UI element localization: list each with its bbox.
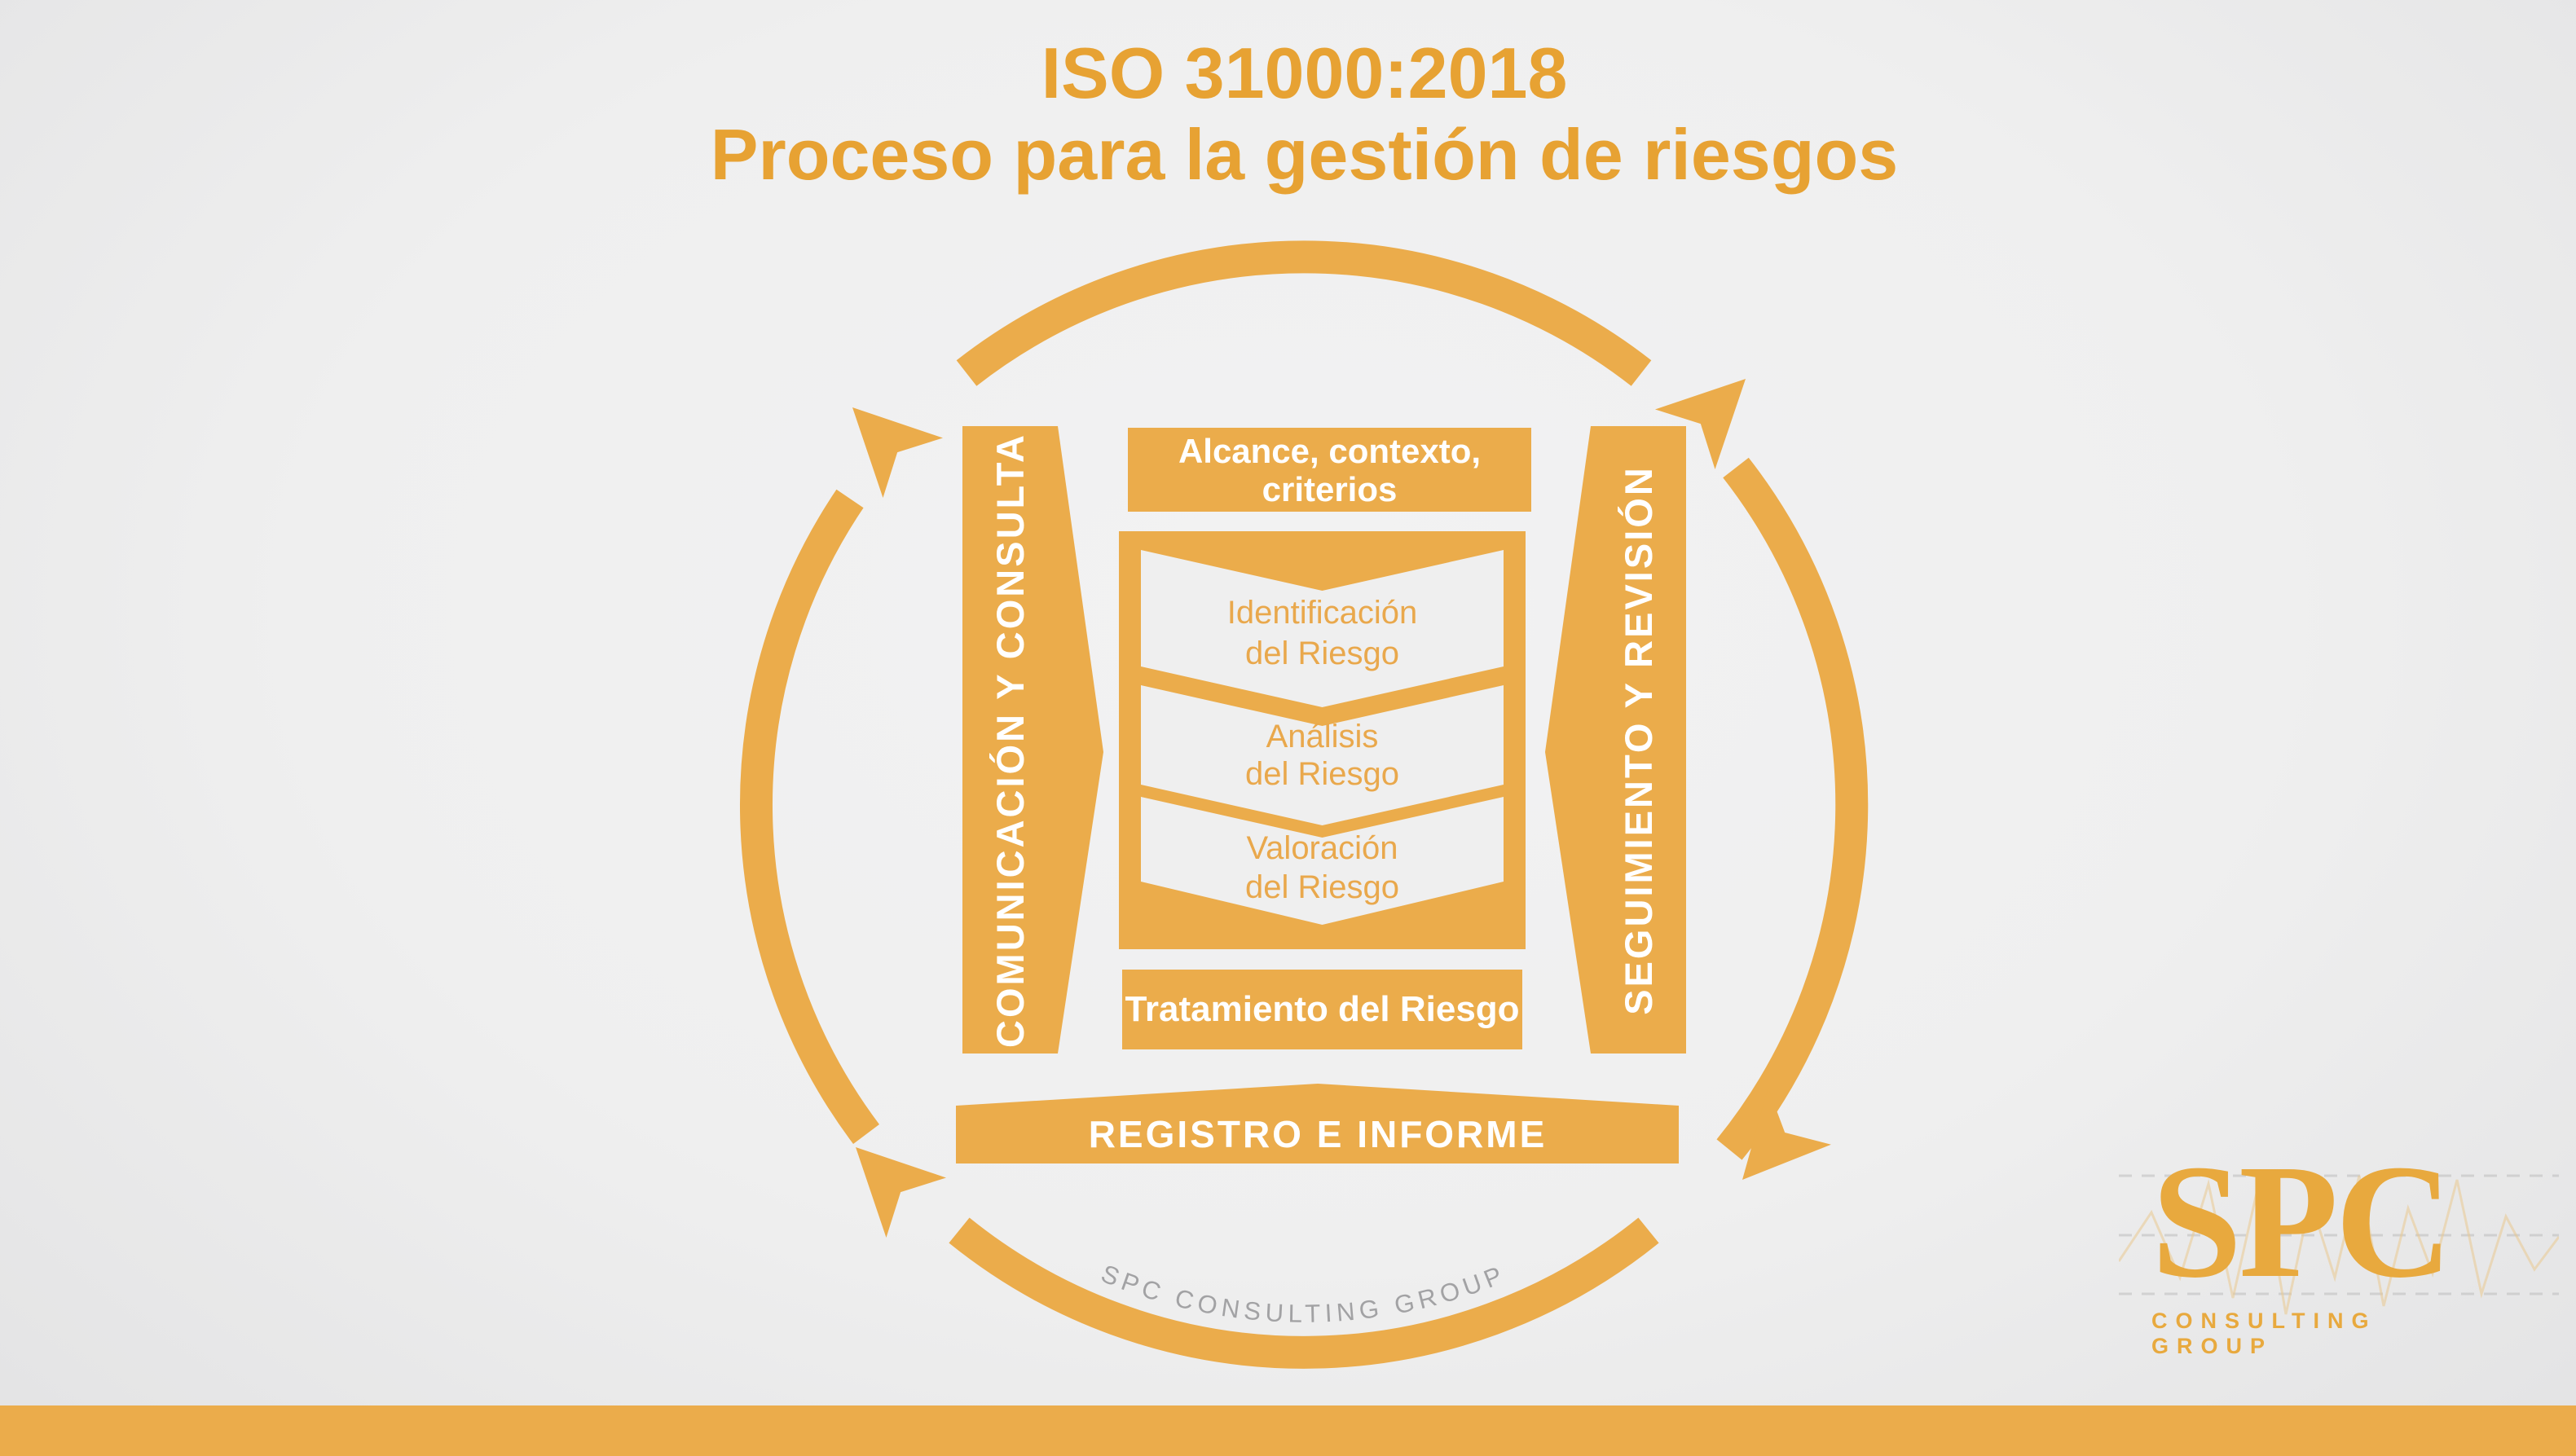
record-report-label: REGISTRO E INFORME <box>1089 1113 1548 1155</box>
logo-subtitle: CONSULTING GROUP <box>2151 1309 2377 1358</box>
communication-bar: COMUNICACIÓN Y CONSULTA <box>962 426 1058 1054</box>
arrowhead-top-right-icon <box>1654 379 1746 470</box>
scope-box-line2: criterios <box>1262 469 1398 508</box>
step1-line1: Identificación <box>1227 595 1417 631</box>
footer-accent-bar <box>0 1405 2576 1456</box>
record-report-banner: REGISTRO E INFORME <box>956 1084 1679 1163</box>
cycle-arc-left <box>740 489 879 1145</box>
step2-line2: del Riesgo <box>1245 756 1399 792</box>
cycle-circle-diagram: SPC CONSULTING GROUP <box>740 240 1869 1369</box>
communication-bar-shape <box>962 426 1103 1054</box>
cycle-arc-right <box>1716 457 1869 1160</box>
page-title: ISO 31000:2018 Proceso para la gestión d… <box>16 33 2576 196</box>
step3-line2: del Riesgo <box>1245 869 1399 905</box>
communication-bar-label: COMUNICACIÓN Y CONSULTA <box>989 432 1032 1048</box>
arrowhead-top-left-icon <box>852 407 944 499</box>
logo-waveform-decoration <box>2119 1171 2559 1315</box>
step2-line1: Análisis <box>1266 719 1379 754</box>
cycle-arc-bottom <box>949 1217 1659 1369</box>
step-chevron-identification <box>1141 550 1504 707</box>
step3-line1: Valoración <box>1246 830 1398 866</box>
step1-line2: del Riesgo <box>1245 636 1399 671</box>
scope-context-box: Alcance, contexto, criterios <box>1128 428 1531 512</box>
cycle-arc-top <box>956 240 1652 386</box>
monitoring-bar-label: SEGUIMIENTO Y REVISIÓN <box>1617 464 1661 1015</box>
monitoring-bar-shape <box>1545 426 1686 1054</box>
waveform-line-icon <box>2119 1171 2559 1315</box>
logo-acronym: SPC <box>2151 1132 2453 1312</box>
title-line1: ISO 31000:2018 <box>1041 33 1568 113</box>
treatment-box: Tratamiento del Riesgo <box>1122 970 1522 1049</box>
risk-steps-panel: Identificación del Riesgo Análisis del R… <box>1119 531 1526 949</box>
treatment-box-label: Tratamiento del Riesgo <box>1125 989 1520 1029</box>
step-chevron-evaluation <box>1141 797 1504 925</box>
spc-logo: SPC CONSULTING GROUP <box>2151 1132 2494 1359</box>
monitoring-bar: SEGUIMIENTO Y REVISIÓN <box>1591 426 1686 1054</box>
step-chevron-analysis <box>1141 685 1504 825</box>
arrowhead-bottom-left-icon <box>856 1147 947 1238</box>
arrowhead-bottom-right-icon <box>1742 1088 1831 1180</box>
title-line2: Proceso para la gestión de riesgos <box>710 114 1899 195</box>
scope-box-line1: Alcance, contexto, <box>1178 431 1482 470</box>
